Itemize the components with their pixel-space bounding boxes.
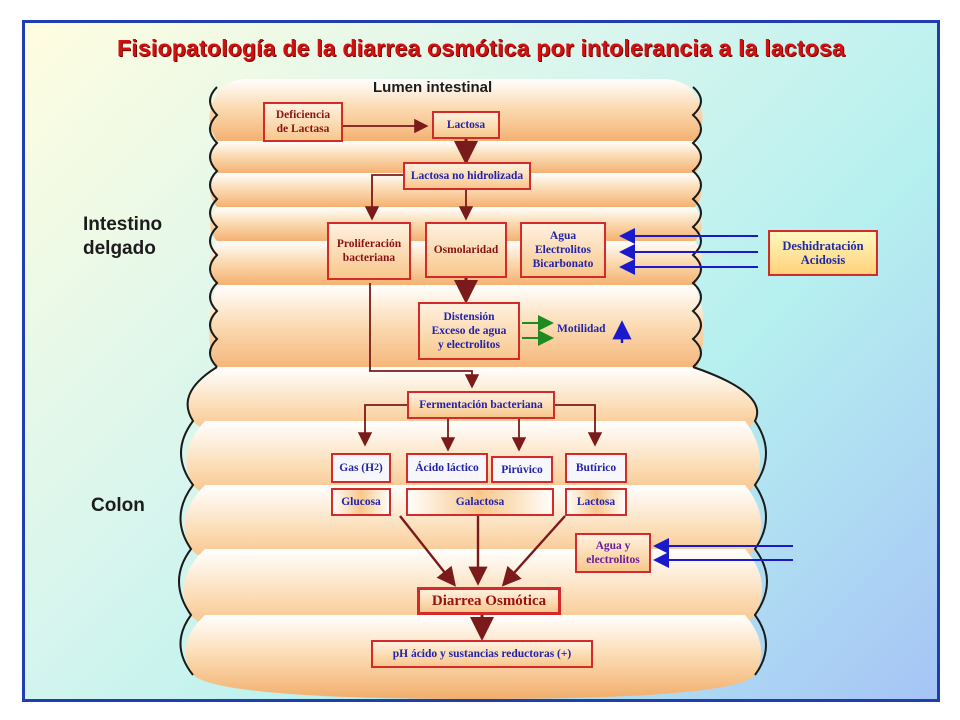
node-distension: Distensión Exceso de agua y electrolitos: [418, 302, 520, 360]
node-lactosa: Lactosa: [432, 111, 500, 139]
node-agua-y-electrolitos: Agua y electrolitos: [575, 533, 651, 573]
node-piruvico: Pirúvico: [491, 456, 553, 483]
gas-label: Gas (H: [339, 462, 375, 474]
node-agua-electrolitos-bicarbonato: Agua Electrolitos Bicarbonato: [520, 222, 606, 278]
node-galactosa: Galactosa: [406, 488, 554, 516]
node-glucosa: Glucosa: [331, 488, 391, 516]
node-lactosa-no-hidrolizada: Lactosa no hidrolizada: [403, 162, 531, 190]
node-ph-acido: pH ácido y sustancias reductoras (+): [371, 640, 593, 668]
gas-label-end: ): [378, 462, 383, 474]
diagram-frame: Fisiopatología de la diarrea osmótica po…: [22, 20, 940, 702]
node-deshidratacion-acidosis: Deshidratación Acidosis: [768, 230, 878, 276]
diagram-title: Fisiopatología de la diarrea osmótica po…: [117, 35, 845, 61]
section-lumen-label: Lumen intestinal: [373, 79, 493, 96]
node-butirico: Butírico: [565, 453, 627, 483]
flow-arrows: [343, 118, 793, 641]
node-diarrea-osmotica: Diarrea Osmótica: [417, 587, 561, 615]
node-deficiencia-lactasa: Deficiencia de Lactasa: [263, 102, 343, 142]
node-fermentacion-bacteriana: Fermentación bacteriana: [407, 391, 555, 419]
node-motilidad: Motilidad: [557, 323, 606, 335]
node-lactosa-colon: Lactosa: [565, 488, 627, 516]
node-osmolaridad: Osmolaridad: [425, 222, 507, 278]
gas-subscript: 2: [374, 462, 379, 473]
section-intestino-label: Intestino delgado: [83, 214, 163, 259]
node-acido-lactico: Ácido láctico: [406, 453, 488, 483]
node-proliferacion-bacteriana: Proliferación bacteriana: [327, 222, 411, 280]
section-colon-label: Colon: [91, 495, 145, 516]
